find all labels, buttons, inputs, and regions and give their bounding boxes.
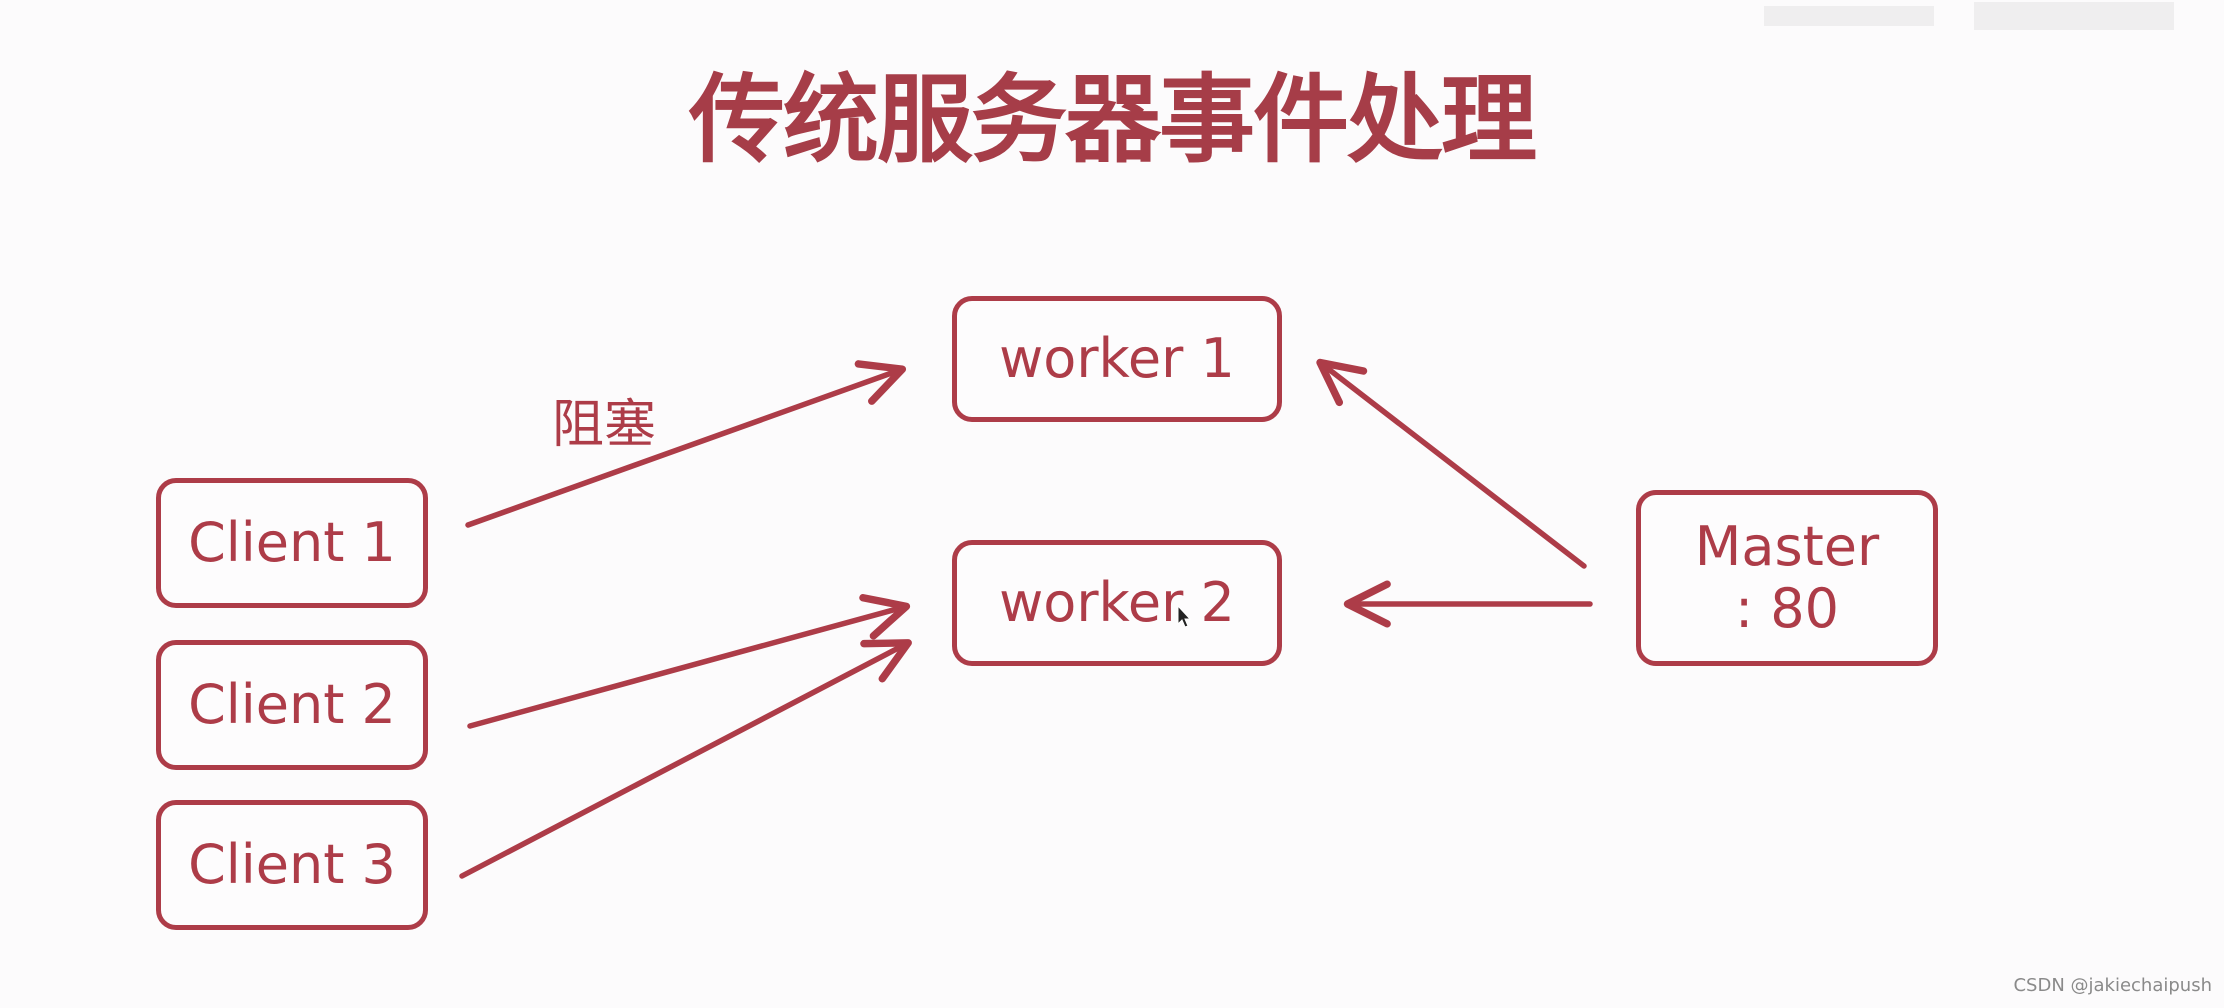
client-2-node: Client 2 — [156, 640, 428, 770]
client-1-label: Client 1 — [188, 510, 396, 574]
video-player-overlay-logo — [1764, 0, 2184, 32]
client-2-label: Client 2 — [188, 672, 396, 736]
diagram-title: 传统服务器事件处理 — [689, 64, 1537, 176]
worker-2-node: worker 2 — [952, 540, 1282, 666]
master-text: Master : 80 — [1694, 514, 1880, 640]
worker-1-node: worker 1 — [952, 296, 1282, 422]
worker-1-label: worker 1 — [999, 326, 1235, 390]
client-3-label: Client 3 — [188, 832, 396, 896]
mouse-cursor-icon — [1177, 604, 1192, 628]
arrow-master-to-worker1 — [1316, 358, 1587, 569]
client-3-node: Client 3 — [156, 800, 428, 930]
master-title: Master — [1694, 514, 1880, 578]
worker-2-label: worker 2 — [999, 570, 1235, 634]
master-node: Master : 80 — [1636, 490, 1938, 666]
client-1-node: Client 1 — [156, 478, 428, 608]
arrow-client3-to-worker2 — [459, 639, 912, 879]
arrow-client2-to-worker2 — [467, 594, 911, 729]
blocking-label: 阻塞 — [552, 395, 657, 455]
master-port: : 80 — [1734, 577, 1840, 640]
arrow-client1-to-worker1 — [465, 360, 907, 528]
watermark: CSDN @jakiechaipush — [2013, 975, 2212, 996]
